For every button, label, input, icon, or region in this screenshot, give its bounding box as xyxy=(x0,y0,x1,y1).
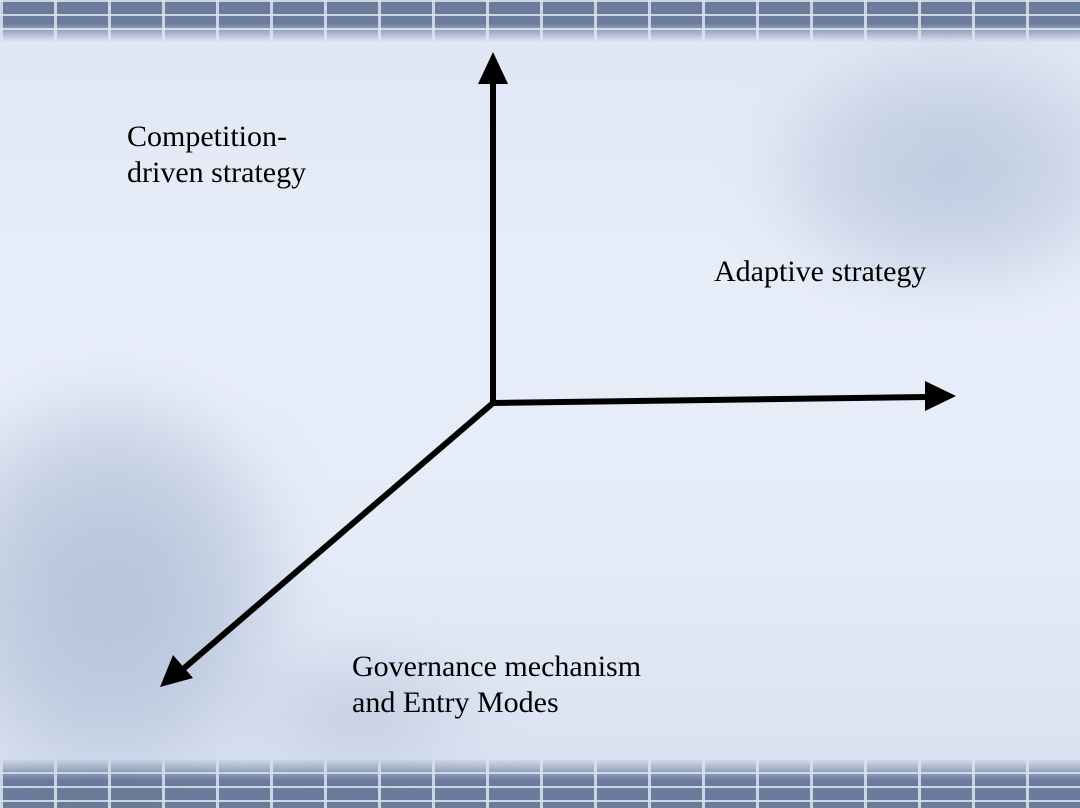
bottom-decorative-border xyxy=(0,758,1080,808)
label-adaptive-strategy: Adaptive strategy xyxy=(714,255,927,288)
background-wash-top-right xyxy=(760,40,1080,300)
label-governance-mechanism: Governance mechanism and Entry Modes xyxy=(352,650,642,719)
diagonal-axis-arrow xyxy=(180,400,495,673)
diagonal-arrowhead xyxy=(160,655,193,687)
vertical-arrowhead xyxy=(478,52,508,84)
horizontal-axis-arrow xyxy=(492,394,929,406)
top-decorative-border xyxy=(0,0,1080,42)
label-competition-driven-strategy: Competition- driven strategy xyxy=(127,120,307,189)
horizontal-arrowhead xyxy=(925,381,956,411)
